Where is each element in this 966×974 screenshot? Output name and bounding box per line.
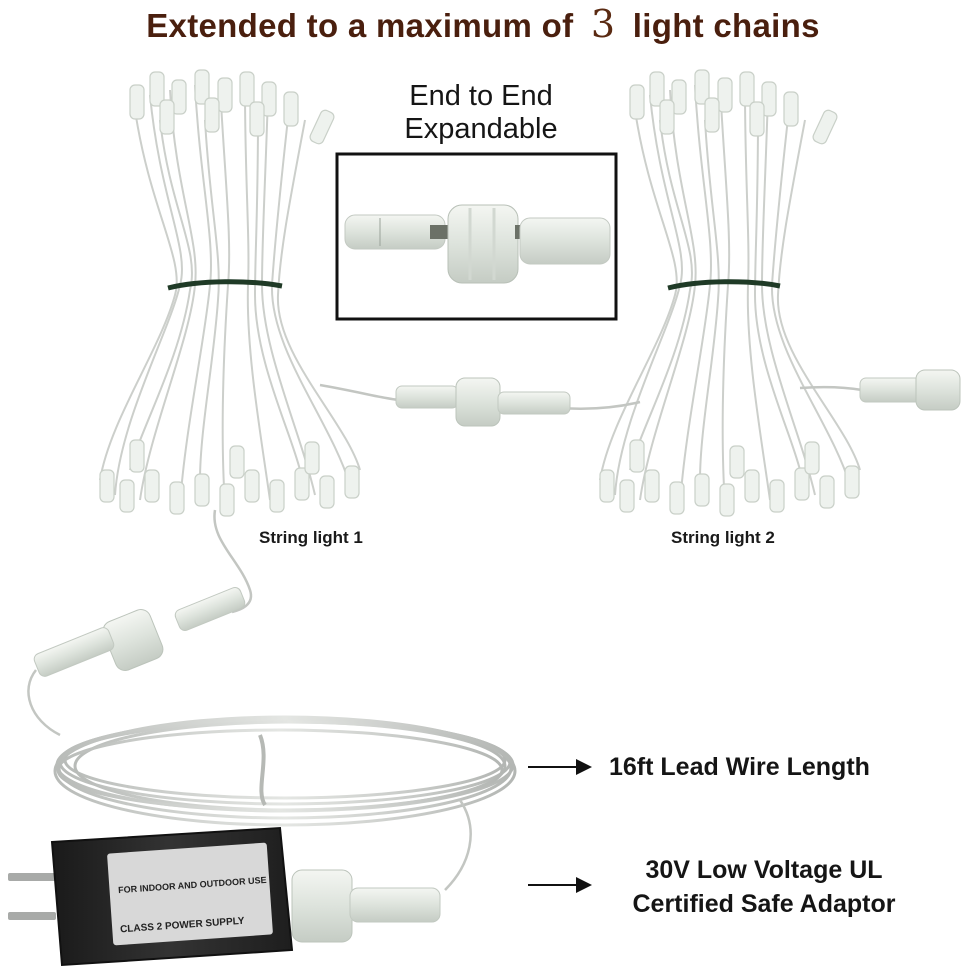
headline-after: light chains <box>632 7 820 44</box>
string-light-2-bundle <box>599 69 861 517</box>
adaptor-callout-line1: 30V Low Voltage UL <box>645 856 883 884</box>
end-cap-connector <box>799 369 961 411</box>
inset-title-line2: Expandable <box>404 113 558 145</box>
inset-title-line1: End to End <box>409 80 553 112</box>
inset-connector-closeup <box>335 152 618 321</box>
headline-before: Extended to a maximum of <box>146 7 574 44</box>
string-light-1-label: String light 1 <box>259 528 363 547</box>
string-light-1-bundle <box>99 69 361 517</box>
link-connector <box>319 377 641 427</box>
headline-chain-count: 3 <box>590 2 616 46</box>
string-light-2-label: String light 2 <box>671 528 775 547</box>
adaptor-callout: 30V Low Voltage UL Certified Safe Adapto… <box>604 853 924 921</box>
headline: Extended to a maximum of 3 light chains <box>0 2 966 46</box>
power-adaptor <box>8 826 441 967</box>
inset-title: End to End Expandable <box>336 80 626 146</box>
arrow-lead-wire <box>528 759 592 775</box>
lead-wire-callout: 16ft Lead Wire Length <box>609 753 870 781</box>
arrow-adaptor <box>528 877 592 893</box>
lead-wire <box>27 509 517 891</box>
adaptor-callout-line2: Certified Safe Adaptor <box>632 890 896 918</box>
